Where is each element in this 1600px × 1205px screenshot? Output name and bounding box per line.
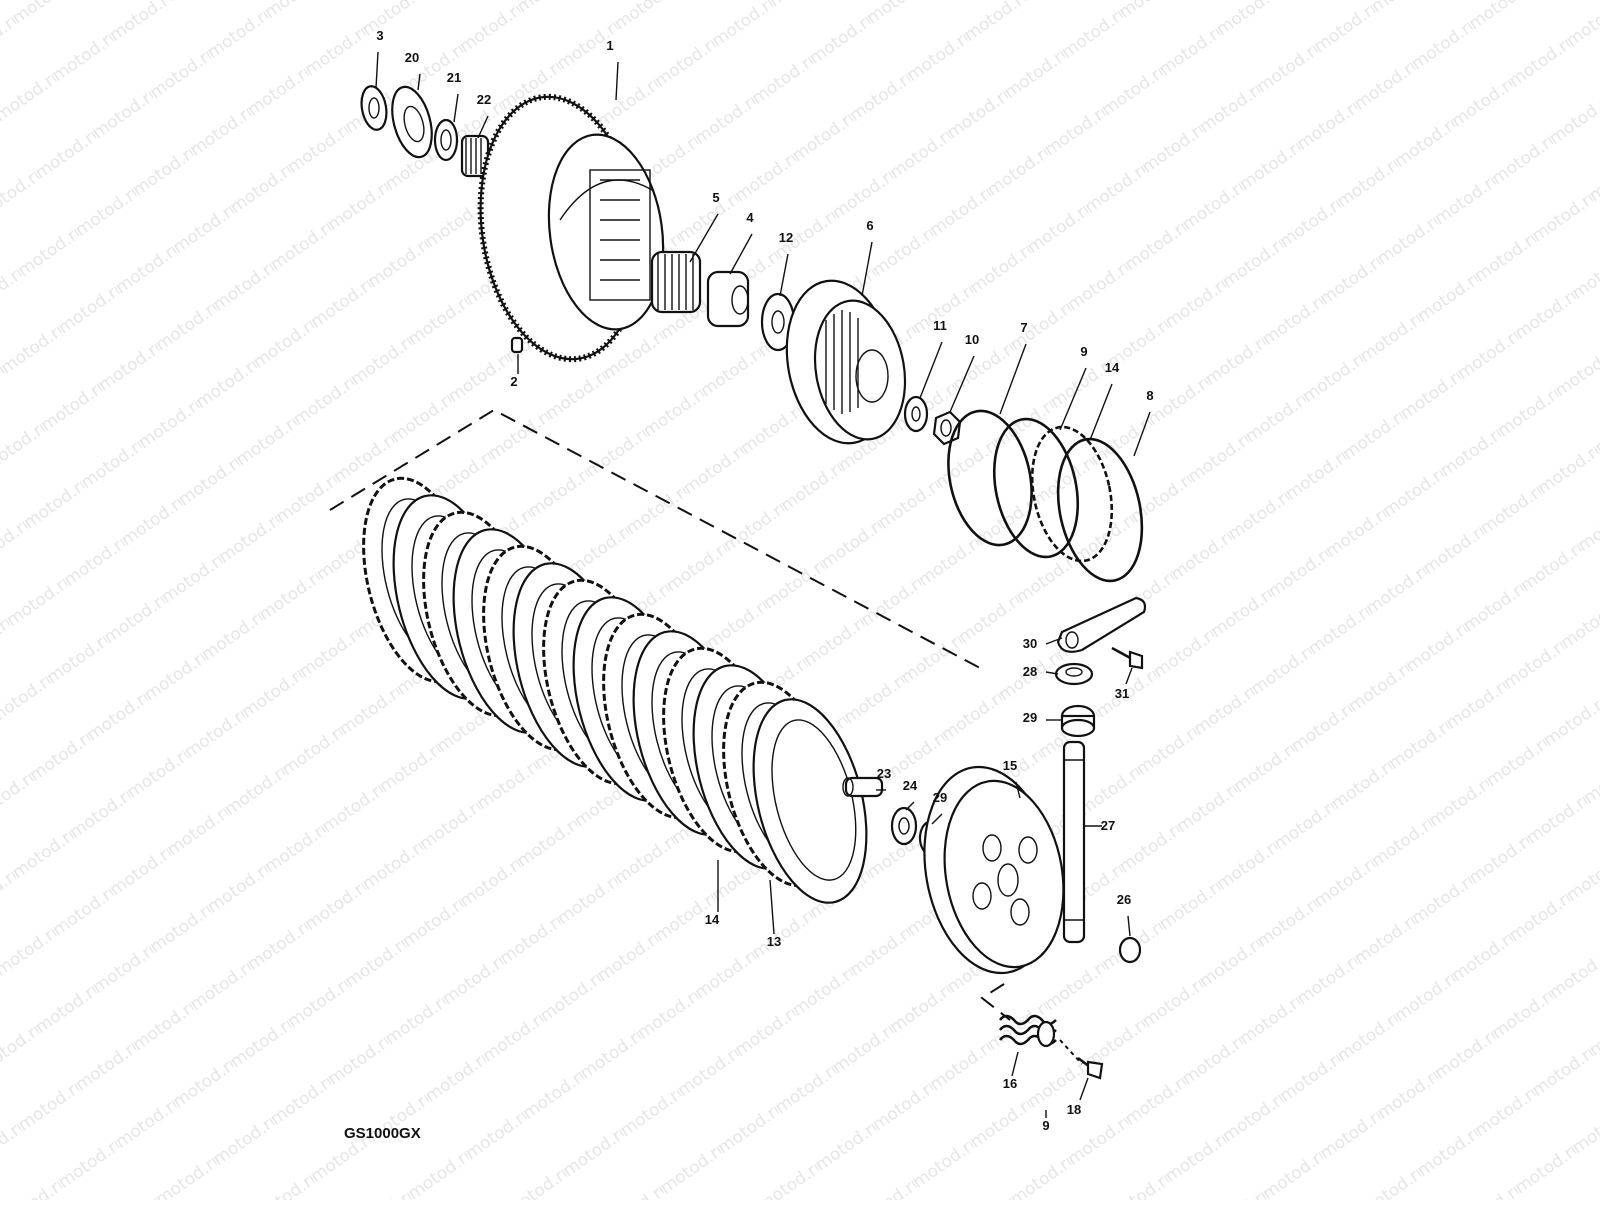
lock-washer-part [903, 395, 929, 433]
clutch-plate-stack [362, 476, 868, 904]
callout-c29b: 29 [933, 790, 947, 805]
pressure-plate-part [923, 765, 1065, 975]
callout-c31: 31 [1115, 686, 1129, 701]
leader-c7 [999, 343, 1027, 415]
callout-c15: 15 [1003, 758, 1017, 773]
release-arm-part [1056, 596, 1147, 653]
clutch-spring-part [998, 1014, 1057, 1048]
leader-c9 [1059, 367, 1087, 431]
callout-c13: 13 [767, 934, 781, 949]
pin-part [510, 336, 524, 354]
oil-seal-part [1054, 662, 1094, 686]
spring-washer-seat-part [992, 417, 1080, 559]
callout-c26: 26 [1117, 892, 1131, 907]
callout-c10: 10 [965, 332, 979, 347]
sleeve-bearing-part [650, 250, 702, 314]
leader-c6 [861, 241, 873, 297]
callout-c24: 24 [903, 778, 918, 793]
callout-c8: 8 [1146, 388, 1153, 403]
callout-c22: 22 [477, 92, 491, 107]
leader-c22 [477, 115, 489, 139]
leader-c4 [729, 233, 753, 275]
leader-lines [375, 51, 1151, 1118]
callout-c9: 9 [1080, 344, 1087, 359]
leader-c18 [1079, 1077, 1089, 1101]
callout-c16: 16 [1003, 1076, 1017, 1091]
assembly-bracket-line [329, 408, 981, 669]
callout-c20: 20 [405, 50, 419, 65]
spacer-sleeve-part [706, 270, 750, 328]
leader-c21 [453, 93, 459, 123]
callout-c11: 11 [933, 318, 947, 333]
callout-c12: 12 [779, 230, 793, 245]
leader-c20 [417, 73, 421, 91]
callout-c21: 21 [447, 70, 461, 85]
callout-c7: 7 [1020, 320, 1027, 335]
callout-c6: 6 [866, 218, 873, 233]
spacer-ring-part [433, 118, 459, 162]
spring-washer-part [1056, 437, 1144, 583]
release-shaft-part [1062, 740, 1086, 944]
leader-c13 [769, 879, 775, 935]
callout-c30: 30 [1023, 636, 1037, 651]
pushrod-part [842, 776, 884, 798]
leader-c12 [779, 253, 789, 297]
needle-bearing-part [460, 134, 490, 178]
leader-c16 [1011, 1051, 1019, 1077]
callout-c3a: 3 [376, 28, 383, 43]
callout-c18: 18 [1067, 1102, 1081, 1117]
model-label: GS1000GX [344, 1125, 421, 1142]
release-bearing-part [890, 806, 918, 846]
callout-c23: 23 [877, 766, 891, 781]
thrust-washer-part [360, 85, 388, 131]
leader-c11 [919, 341, 943, 399]
spacer-plate-part [391, 85, 433, 159]
leader-c14a [1089, 383, 1113, 441]
leader-c15 [1015, 781, 1021, 799]
callout-c5: 5 [712, 190, 719, 205]
callout-c29a: 29 [1023, 710, 1037, 725]
callout-c28: 28 [1023, 664, 1037, 679]
drive-plate-top-part [1030, 425, 1114, 563]
leader-c10 [949, 355, 975, 413]
leader-c3a [375, 51, 379, 89]
leader-c30 [1045, 637, 1063, 645]
leader-c28 [1045, 671, 1059, 675]
wire-ring-part [947, 409, 1033, 547]
callout-c1: 1 [606, 38, 613, 53]
washer-26-part [1118, 936, 1142, 964]
leader-c29b [931, 813, 943, 825]
arm-bolt-part [1111, 646, 1144, 670]
leader-c5 [689, 213, 719, 263]
callout-c14a: 14 [1105, 360, 1120, 375]
clutch-housing-gear-part [477, 93, 665, 363]
spring-bolt-part [1059, 1039, 1104, 1080]
leader-c31 [1125, 667, 1133, 685]
shaft-seal-part [1060, 704, 1096, 738]
leader-c26 [1127, 915, 1131, 937]
callout-c9b: 9 [1042, 1118, 1049, 1133]
callout-c4: 4 [746, 210, 754, 225]
leader-c1 [615, 61, 619, 101]
callout-c27: 27 [1101, 818, 1115, 833]
thrust-washer-12-part [760, 292, 796, 352]
callout-c14b: 14 [705, 912, 720, 927]
clutch-sleeve-hub-part [785, 279, 907, 445]
leader-c24 [905, 801, 915, 811]
callout-c2: 2 [510, 374, 517, 389]
callout-labels: 3202122125412611107914830283129152324292… [376, 28, 1153, 1133]
spring-link-line [980, 983, 1011, 1021]
leader-c8 [1133, 411, 1151, 457]
